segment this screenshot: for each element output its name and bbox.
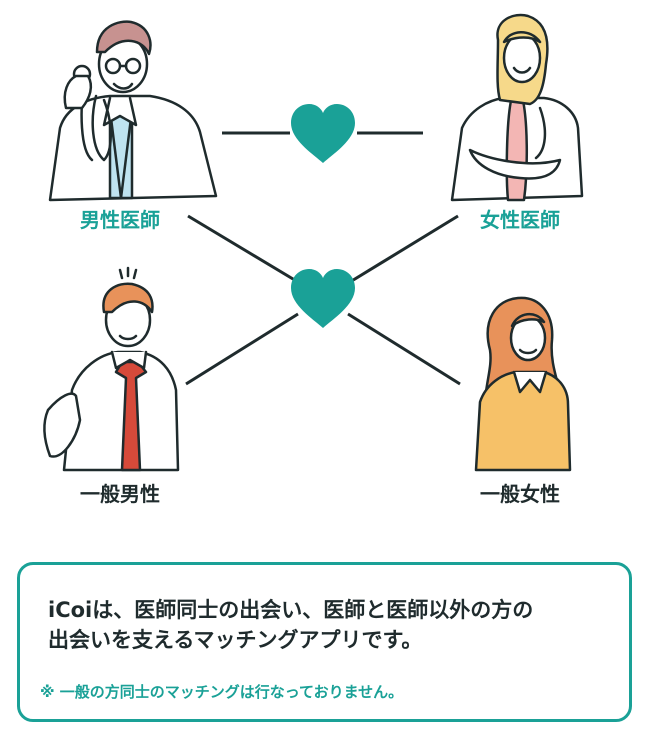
info-line-1: iCoiは、医師同士の出会い、医師と医師以外の方の — [48, 598, 534, 622]
male-doctor-label: 男性医師 — [80, 208, 160, 232]
heart-icon — [291, 104, 355, 163]
general-female-label: 一般女性 — [480, 482, 560, 506]
info-box: iCoiは、医師同士の出会い、医師と医師以外の方の 出会いを支えるマッチングアプ… — [17, 562, 632, 722]
general-male-illustration — [43, 266, 180, 472]
female-doctor-illustration — [450, 13, 584, 202]
connector-cross-1b — [347, 312, 461, 386]
general-male-label: 一般男性 — [80, 482, 160, 506]
heart-icon — [291, 269, 355, 328]
info-main-text: iCoiは、医師同士の出会い、医師と医師以外の方の 出会いを支えるマッチングアプ… — [48, 595, 618, 655]
general-female-illustration — [474, 296, 572, 472]
info-note: ※ 一般の方同士のマッチングは行なっておりません。 — [40, 683, 404, 701]
matching-diagram — [43, 13, 584, 472]
connector-cross-2b — [185, 312, 299, 386]
connector-cross-1a — [187, 214, 299, 284]
info-line-2: 出会いを支えるマッチングアプリです。 — [48, 628, 423, 652]
connector-cross-2a — [349, 214, 459, 284]
male-doctor-illustration — [48, 20, 218, 202]
female-doctor-label: 女性医師 — [480, 208, 560, 232]
